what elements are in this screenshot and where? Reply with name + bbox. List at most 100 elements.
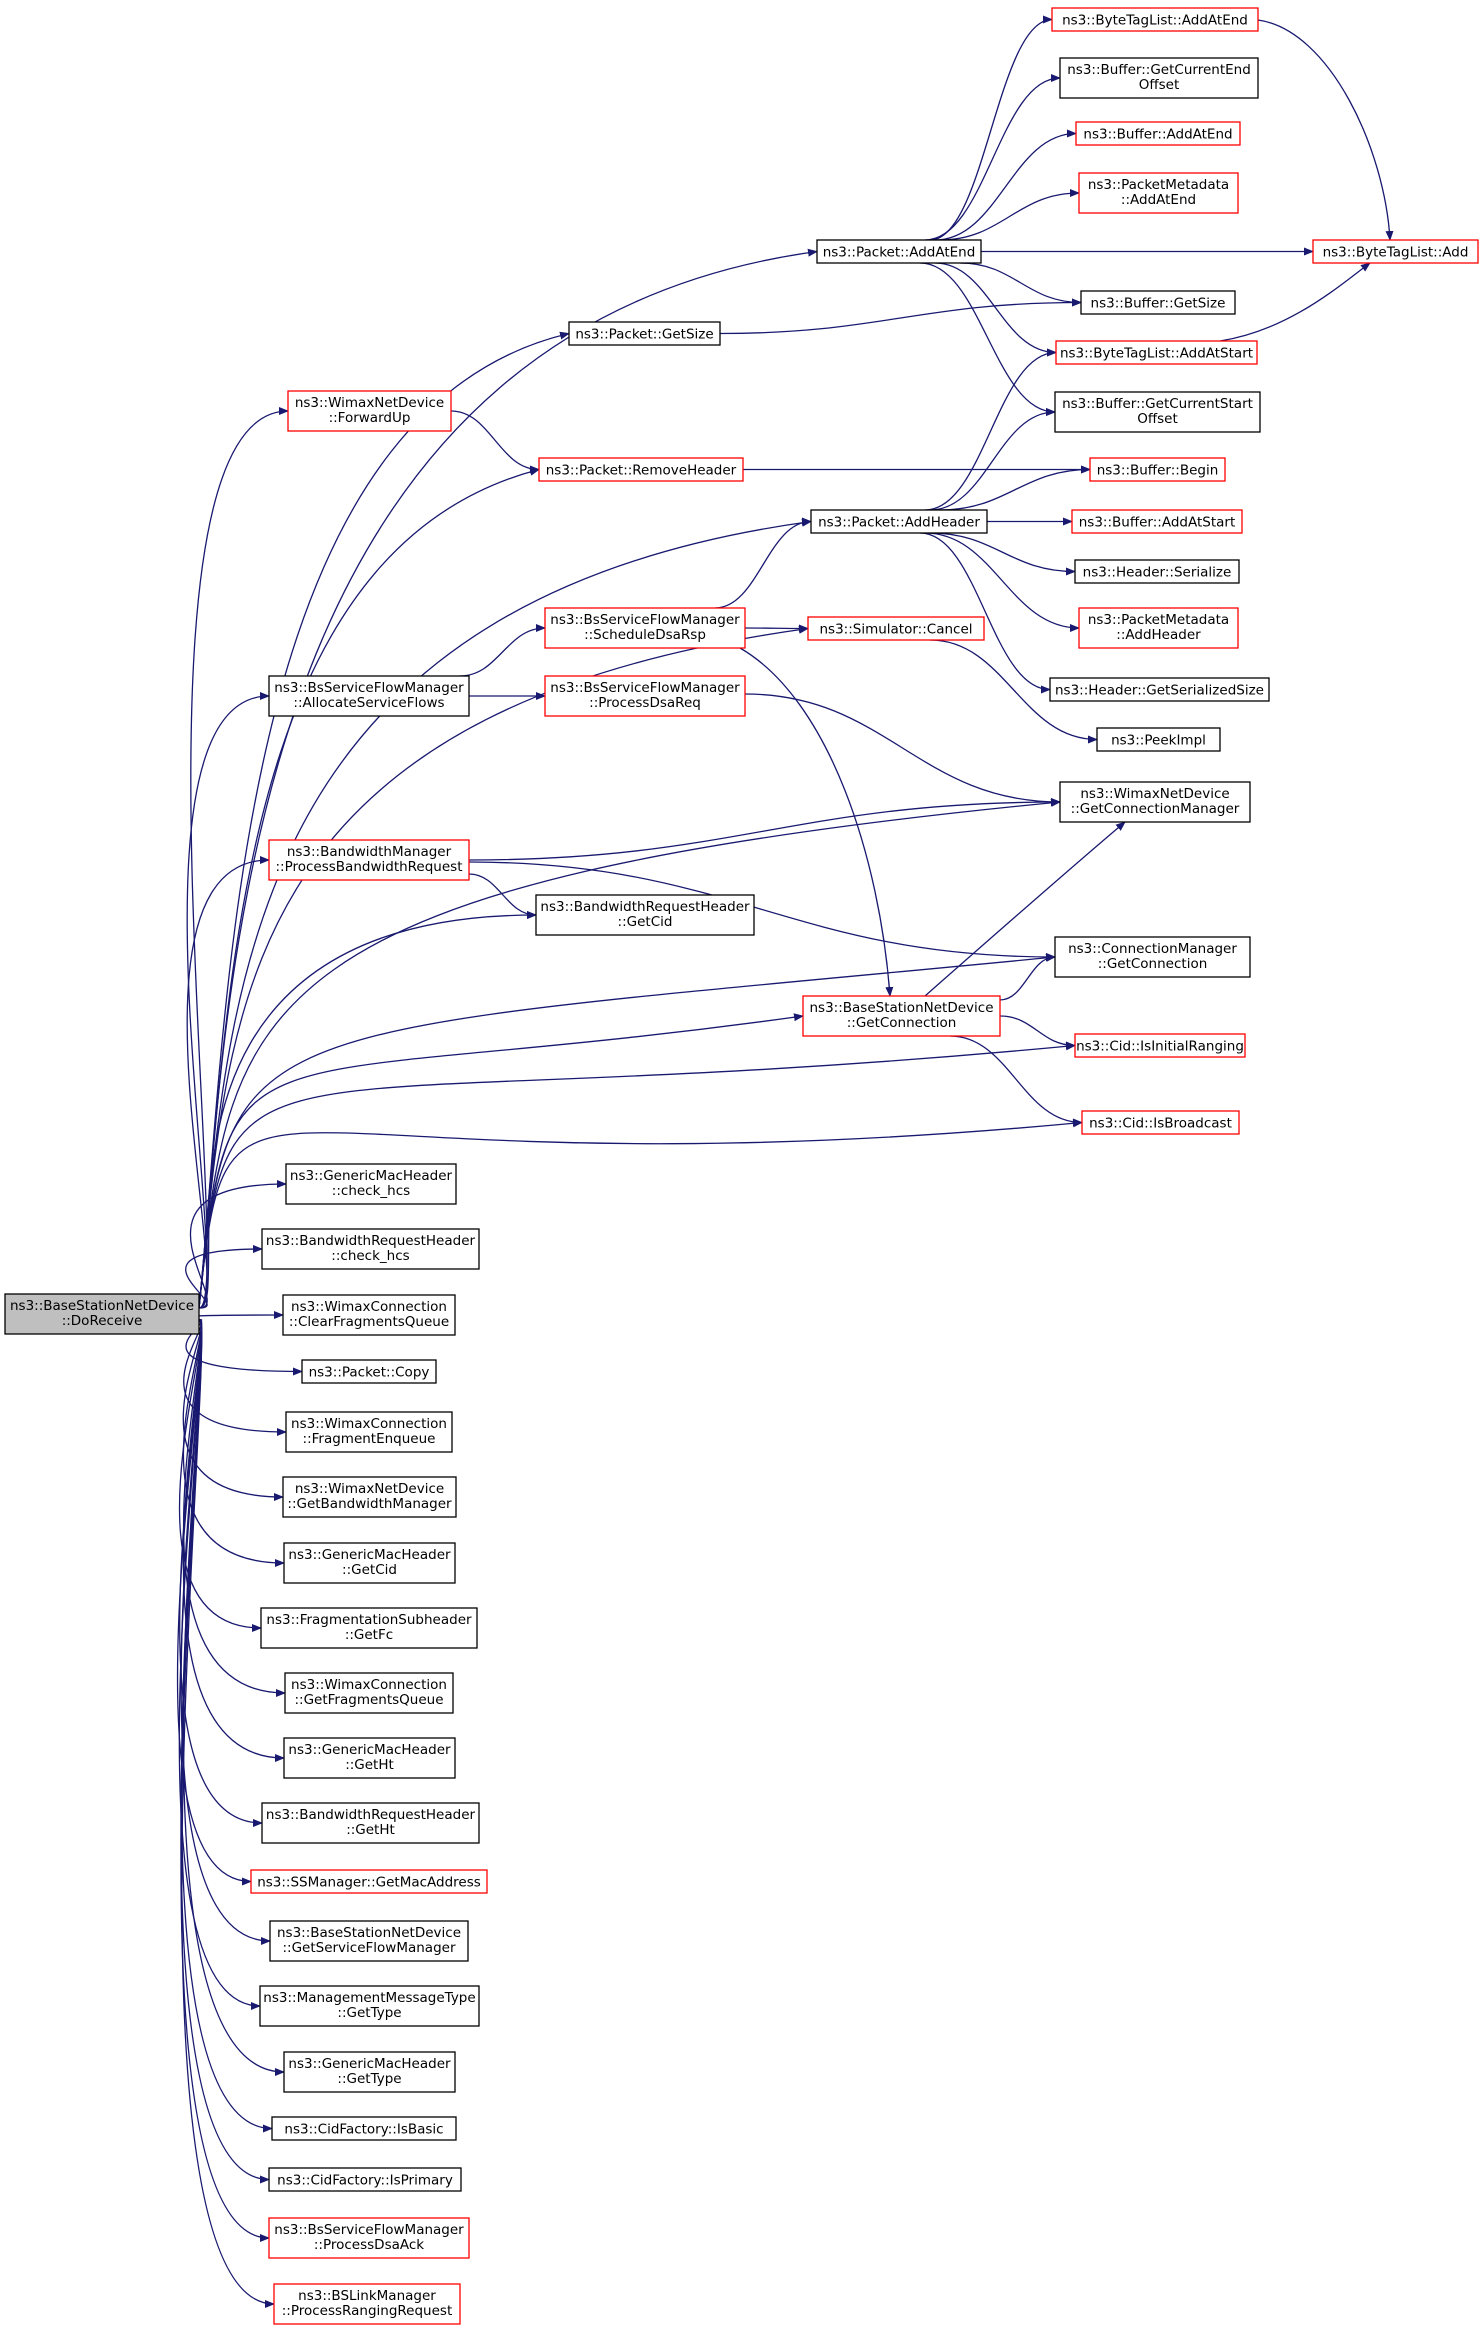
call-edge bbox=[198, 911, 537, 1309]
node-cidf-isbasic[interactable]: ns3::CidFactory::IsBasic bbox=[271, 2116, 457, 2141]
node-label: ::GetType bbox=[337, 2071, 401, 2087]
node-buf-begin[interactable]: ns3::Buffer::Begin bbox=[1089, 457, 1226, 482]
call-edge bbox=[186, 856, 270, 1309]
node-bt-addatend[interactable]: ns3::ByteTagList::AddAtEnd bbox=[1051, 7, 1259, 32]
node-ssm-getmac[interactable]: ns3::SSManager::GetMacAddress bbox=[250, 1869, 488, 1894]
node-bwrh-checkhcs[interactable]: ns3::BandwidthRequestHeader::check_hcs bbox=[261, 1228, 480, 1270]
node-label: ns3::FragmentationSubheader bbox=[266, 1612, 472, 1628]
node-label: ns3::Header::GetSerializedSize bbox=[1055, 683, 1264, 699]
node-label: ::GetConnection bbox=[847, 1015, 957, 1031]
call-edge bbox=[999, 953, 1056, 1001]
node-label: ns3::Buffer::AddAtStart bbox=[1079, 515, 1236, 531]
node-box bbox=[1089, 457, 1226, 482]
node-box bbox=[1096, 727, 1221, 752]
node-wnd-getconnmgr[interactable]: ns3::WimaxNetDevice::GetConnectionManage… bbox=[1059, 781, 1251, 823]
node-bsfm-processdsaack[interactable]: ns3::BsServiceFlowManager::ProcessDsaAck bbox=[268, 2217, 470, 2259]
node-bsnd-getconnection[interactable]: ns3::BaseStationNetDevice::GetConnection bbox=[802, 995, 1001, 1037]
node-box bbox=[301, 1359, 437, 1384]
node-label: ns3::WimaxConnection bbox=[291, 1416, 447, 1432]
node-box bbox=[268, 2167, 462, 2192]
node-wnd-forwardup[interactable]: ns3::WimaxNetDevice::ForwardUp bbox=[287, 390, 452, 432]
node-pkt-copy[interactable]: ns3::Packet::Copy bbox=[301, 1359, 437, 1384]
call-edge bbox=[934, 129, 1077, 241]
node-bwrh-getcid[interactable]: ns3::BandwidthRequestHeader::GetCid bbox=[535, 894, 755, 936]
node-gmh-checkhcs[interactable]: ns3::GenericMacHeader::check_hcs bbox=[285, 1163, 457, 1205]
node-gmh-getht[interactable]: ns3::GenericMacHeader::GetHt bbox=[283, 1737, 456, 1779]
node-bt-add[interactable]: ns3::ByteTagList::Add bbox=[1312, 239, 1479, 264]
node-bsnd-getsfm[interactable]: ns3::BaseStationNetDevice::GetServiceFlo… bbox=[269, 1920, 469, 1962]
node-bsfm-processdsareq[interactable]: ns3::BsServiceFlowManager::ProcessDsaReq bbox=[544, 675, 746, 717]
call-edge bbox=[919, 532, 1051, 694]
call-edge bbox=[739, 647, 894, 997]
node-box bbox=[802, 995, 1001, 1037]
node-wc-getfragqueue[interactable]: ns3::WimaxConnection::GetFragmentsQueue bbox=[284, 1672, 454, 1714]
node-pkt-getsize[interactable]: ns3::Packet::GetSize bbox=[568, 321, 721, 346]
node-hdr-serialize[interactable]: ns3::Header::Serialize bbox=[1074, 559, 1240, 584]
node-peekimpl[interactable]: ns3::PeekImpl bbox=[1096, 727, 1221, 752]
node-label: ::AllocateServiceFlows bbox=[293, 695, 444, 711]
node-bwrh-getht[interactable]: ns3::BandwidthRequestHeader::GetHt bbox=[261, 1802, 480, 1844]
call-edge bbox=[180, 1319, 270, 2242]
node-buf-addatstart[interactable]: ns3::Buffer::AddAtStart bbox=[1071, 509, 1243, 534]
node-wnd-getbwmgr[interactable]: ns3::WimaxNetDevice::GetBandwidthManager bbox=[282, 1476, 457, 1518]
node-label: ::ProcessRangingRequest bbox=[282, 2303, 453, 2319]
node-cidf-isprimary[interactable]: ns3::CidFactory::IsPrimary bbox=[268, 2167, 462, 2192]
call-edge bbox=[719, 298, 1082, 335]
node-root[interactable]: ns3::BaseStationNetDevice::DoReceive bbox=[4, 1293, 200, 1335]
node-label: ns3::Packet::GetSize bbox=[575, 327, 713, 343]
node-box bbox=[268, 675, 470, 717]
node-pkt-removeheader[interactable]: ns3::Packet::RemoveHeader bbox=[538, 457, 744, 482]
node-pm-addatend[interactable]: ns3::PacketMetadata::AddAtEnd bbox=[1078, 172, 1239, 214]
call-edge bbox=[924, 348, 1057, 511]
node-label: ::GetBandwidthManager bbox=[287, 1496, 452, 1512]
node-box bbox=[269, 1920, 469, 1962]
node-label: ns3::Buffer::GetCurrentEnd bbox=[1067, 62, 1251, 78]
node-label: ::AddAtEnd bbox=[1121, 192, 1196, 208]
node-box bbox=[271, 2116, 457, 2141]
call-edge bbox=[1257, 19, 1394, 241]
node-wc-clearfrag[interactable]: ns3::WimaxConnection::ClearFragmentsQueu… bbox=[282, 1294, 456, 1336]
node-gmh-gettype[interactable]: ns3::GenericMacHeader::GetType bbox=[283, 2051, 456, 2093]
node-cid-isbroadcast[interactable]: ns3::Cid::IsBroadcast bbox=[1081, 1110, 1240, 1135]
call-edge bbox=[198, 331, 570, 1309]
call-edge bbox=[1219, 262, 1371, 342]
node-sim-cancel[interactable]: ns3::Simulator::Cancel bbox=[807, 616, 985, 641]
node-pm-addheader[interactable]: ns3::PacketMetadata::AddHeader bbox=[1078, 607, 1239, 649]
node-label: ::ForwardUp bbox=[329, 410, 411, 426]
node-bm-processbwreq[interactable]: ns3::BandwidthManager::ProcessBandwidthR… bbox=[268, 839, 470, 881]
node-box bbox=[1071, 509, 1243, 534]
node-box bbox=[1078, 607, 1239, 649]
node-box bbox=[282, 1476, 457, 1518]
node-label: ns3::Cid::IsInitialRanging bbox=[1076, 1039, 1244, 1055]
node-box bbox=[1051, 7, 1259, 32]
node-cm-getconnection[interactable]: ns3::ConnectionManager::GetConnection bbox=[1054, 936, 1251, 978]
node-label: ::GetCid bbox=[342, 1562, 397, 1578]
node-pkt-addatend[interactable]: ns3::Packet::AddAtEnd bbox=[816, 239, 982, 264]
node-buf-getsize[interactable]: ns3::Buffer::GetSize bbox=[1080, 290, 1236, 315]
node-box bbox=[1055, 340, 1258, 365]
node-box bbox=[1074, 559, 1240, 584]
node-bsfm-allocate[interactable]: ns3::BsServiceFlowManager::AllocateServi… bbox=[268, 675, 470, 717]
node-pkt-addheader[interactable]: ns3::Packet::AddHeader bbox=[810, 509, 988, 534]
node-bsfm-scheduledsarsp[interactable]: ns3::BsServiceFlowManager::ScheduleDsaRs… bbox=[544, 607, 746, 649]
node-bt-addatstart[interactable]: ns3::ByteTagList::AddAtStart bbox=[1055, 340, 1258, 365]
node-box bbox=[535, 894, 755, 936]
node-bslm-processranging[interactable]: ns3::BSLinkManager::ProcessRangingReques… bbox=[273, 2283, 461, 2325]
node-label: ns3::GenericMacHeader bbox=[288, 1742, 451, 1758]
node-mmt-gettype[interactable]: ns3::ManagementMessageType::GetType bbox=[259, 1985, 480, 2027]
node-wc-fragenqueue[interactable]: ns3::WimaxConnection::FragmentEnqueue bbox=[285, 1411, 453, 1453]
node-label: ns3::GenericMacHeader bbox=[288, 2056, 451, 2072]
node-gmh-getcid[interactable]: ns3::GenericMacHeader::GetCid bbox=[283, 1542, 456, 1584]
node-hdr-getserializedsize[interactable]: ns3::Header::GetSerializedSize bbox=[1049, 677, 1270, 702]
node-cid-isinitialranging[interactable]: ns3::Cid::IsInitialRanging bbox=[1074, 1033, 1246, 1058]
call-edge bbox=[468, 861, 1056, 961]
node-fsh-getfc[interactable]: ns3::FragmentationSubheader::GetFc bbox=[260, 1607, 478, 1649]
node-box bbox=[261, 1802, 480, 1844]
node-box bbox=[273, 2283, 461, 2325]
node-label: ns3::ConnectionManager bbox=[1068, 941, 1237, 957]
node-label: ns3::ByteTagList::AddAtEnd bbox=[1062, 13, 1248, 29]
node-buf-addatend[interactable]: ns3::Buffer::AddAtEnd bbox=[1075, 121, 1241, 146]
